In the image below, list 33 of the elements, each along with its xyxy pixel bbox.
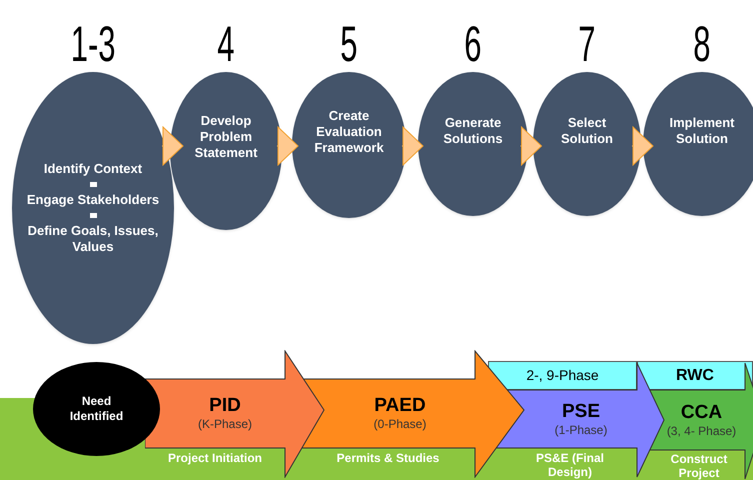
step-number: 7 xyxy=(578,16,596,72)
step-text: Implement Solution xyxy=(668,115,736,148)
phase-code: (0-Phase) xyxy=(374,417,426,432)
step-number: 1-3 xyxy=(70,16,116,72)
phase-title: CCA xyxy=(680,402,722,424)
arrow xyxy=(276,126,298,166)
step-number: 5 xyxy=(340,16,358,72)
phase-code: (K-Phase) xyxy=(198,417,252,432)
step-text: Identify Context xyxy=(44,161,142,177)
phase-bar: RWC xyxy=(637,361,753,390)
phase-title: PAED xyxy=(374,395,426,417)
arrow xyxy=(632,126,654,166)
phase-description: PS&E (Final Design) xyxy=(534,451,605,479)
phase-bar: 2-, 9-Phase xyxy=(488,361,637,390)
arrow xyxy=(520,126,542,166)
phase-title: PSE xyxy=(562,400,600,422)
phase-code: (3, 4- Phase) xyxy=(666,424,736,438)
step-text: Select Solution xyxy=(560,115,614,148)
step-text: Engage Stakeholders xyxy=(26,192,160,208)
arrow xyxy=(402,126,424,166)
step-number: 6 xyxy=(464,16,482,72)
phase-description: Permits & Studies xyxy=(336,451,440,465)
phase-code: (1-Phase) xyxy=(554,422,608,438)
step-text: Develop Problem Statement xyxy=(194,112,258,161)
step-text: Generate Solutions xyxy=(442,115,504,148)
step-text: Create Evaluation Framework xyxy=(313,108,385,156)
step-number: 4 xyxy=(217,16,235,72)
step-number: 8 xyxy=(693,16,711,72)
phase-title: PID xyxy=(209,395,241,417)
step-text: Define Goals, Issues, Values xyxy=(26,223,160,255)
phase-description: Project Initiation xyxy=(166,451,263,465)
phase-description: Construct Project xyxy=(670,452,728,480)
arrow xyxy=(162,126,184,166)
